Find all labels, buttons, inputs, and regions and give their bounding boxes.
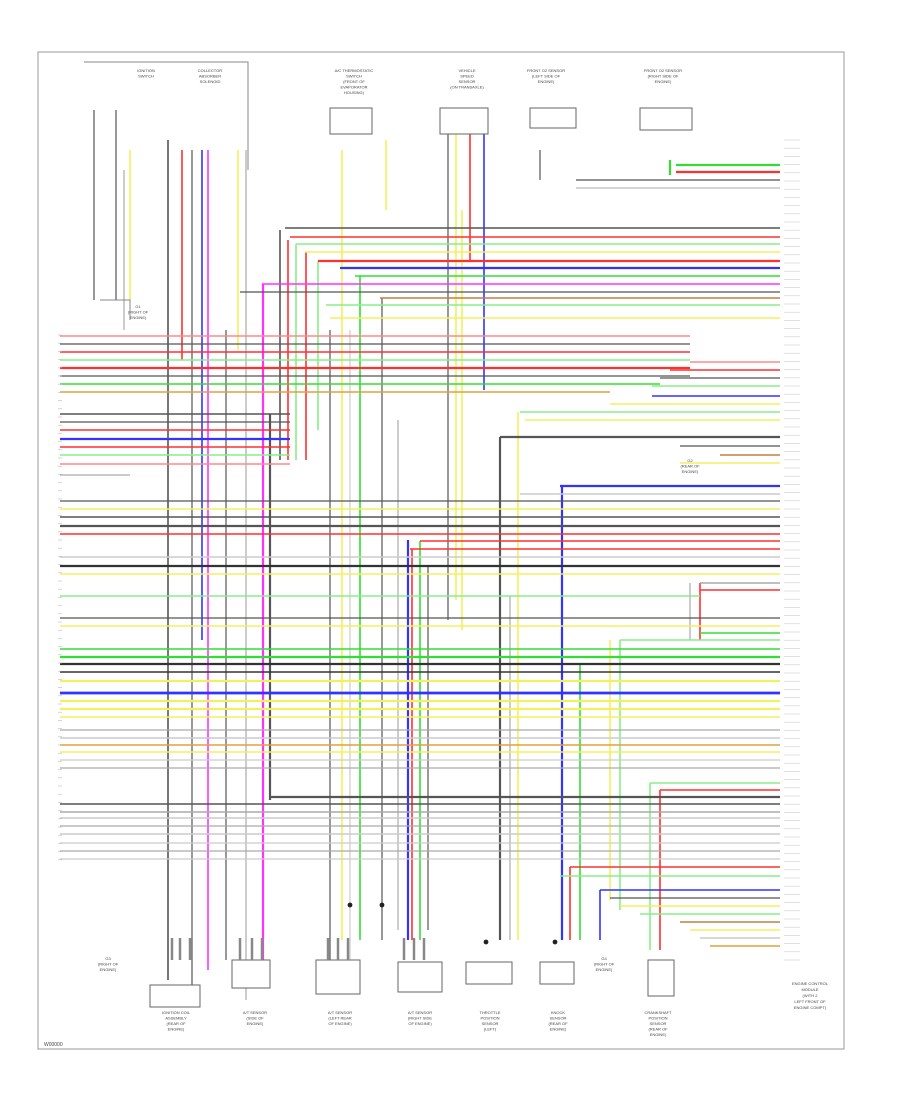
- ground-note-0-line: ENGINE): [130, 315, 147, 320]
- bottom-connector-6: [647, 959, 675, 997]
- ground-note-1-line: ENGINE): [682, 469, 699, 474]
- bottom-component-label-4-line: SENSOR: [482, 1021, 499, 1026]
- ground-note-3-line: G4: [601, 956, 607, 961]
- top-component-label-4-line: ENGINE): [538, 79, 555, 84]
- top-component-label-4-line: FRONT O2 SENSOR: [527, 68, 565, 73]
- bottom-component-label-4-line: POSITION: [480, 1016, 499, 1021]
- bottom-component-label-1-line: (SIDE OF: [246, 1016, 264, 1021]
- ground-note-2-line: G3: [105, 956, 111, 961]
- bottom-component-label-4-line: (LEFT): [484, 1027, 497, 1032]
- bottom-connector-2: [315, 959, 361, 995]
- ground-note-0-line: G1: [135, 304, 141, 309]
- bottom-component-label-6-line: ENGINE): [650, 1032, 667, 1037]
- top-component-label-3-line: SENSOR: [459, 79, 476, 84]
- bottom-component-label-1-line: A/T SENSOR: [243, 1010, 267, 1015]
- top-component-label-3-line: SPEED: [460, 74, 474, 79]
- top-component-label-1-line: SOLENOID: [200, 79, 221, 84]
- bottom-component-label-0-line: IGNITION COIL: [162, 1010, 191, 1015]
- bottom-component-label-6-line: CRANKSHAFT: [644, 1010, 672, 1015]
- top-connector-1: [439, 107, 489, 135]
- bottom-component-label-0-line: ASSEMBLY: [165, 1016, 187, 1021]
- bottom-connector-1: [231, 959, 271, 989]
- bottom-component-label-4-line: THROTTLE: [479, 1010, 500, 1015]
- bottom-component-label-0-line: (REAR OF: [166, 1021, 186, 1026]
- top-component-label-1-line: COLLECTOR: [198, 68, 222, 73]
- bottom-component-label-6-line: (REAR OF: [648, 1027, 668, 1032]
- bottom-connector-5: [539, 961, 575, 985]
- ignition-outline: [84, 61, 249, 170]
- top-component-label-5-line: FRONT O2 SENSOR: [644, 68, 682, 73]
- top-component-label-2-line: A/C THERMOSTATIC: [335, 68, 374, 73]
- ground-lead: [100, 299, 131, 320]
- bottom-connector-0: [149, 984, 201, 1008]
- top-component-label-1-line: ABSORBER: [199, 74, 221, 79]
- bottom-component-label-5-line: ENGINE): [550, 1027, 567, 1032]
- splice-2: [483, 939, 489, 945]
- top-component-label-2-line: EVAPORATOR: [340, 85, 367, 90]
- horizontal-wires: [60, 163, 780, 947]
- ground-note-2-line: (RIGHT OF: [98, 962, 119, 967]
- connectors: [84, 61, 693, 1008]
- top-component-label-2-line: (FRONT OF: [343, 79, 365, 84]
- top-component-label-0-line: SWITCH: [138, 74, 154, 79]
- ecm-label-line: ENGINE COMPT): [794, 1005, 827, 1010]
- bottom-component-label-6-line: SENSOR: [650, 1021, 667, 1026]
- bottom-component-label-6-line: POSITION: [648, 1016, 667, 1021]
- top-component-label-5-line: (RIGHT SIDE OF: [648, 74, 679, 79]
- bottom-component-label-2-line: (LEFT REAR: [328, 1016, 351, 1021]
- splice-1: [347, 902, 353, 908]
- ecm-label-line: ENGINE CONTROL: [792, 981, 829, 986]
- bottom-component-label-3-line: A/T SENSOR: [408, 1010, 432, 1015]
- bottom-component-label-1-line: ENGINE): [247, 1021, 264, 1026]
- bottom-component-label-2-line: OF ENGINE): [328, 1021, 352, 1026]
- bottom-connector-4: [465, 961, 513, 985]
- top-component-label-0-line: IGNITION: [137, 68, 155, 73]
- top-component-label-3-line: (ON TRANSAXLE): [450, 85, 484, 90]
- footer-code: W00000: [44, 1042, 63, 1048]
- ecm-label-line: MODULE: [801, 987, 818, 992]
- ground-note-3-line: (RIGHT OF: [594, 962, 615, 967]
- top-connector-0: [329, 107, 373, 135]
- ground-note-1-line: G2: [687, 458, 693, 463]
- bottom-component-label-3-line: (RIGHT SIDE: [408, 1016, 432, 1021]
- top-component-label-4-line: (LEFT SIDE OF: [532, 74, 561, 79]
- ground-note-2-line: ENGINE): [100, 967, 117, 972]
- bottom-component-label-0-line: ENGINE): [168, 1027, 185, 1032]
- top-component-label-2-line: SWITCH: [346, 74, 362, 79]
- bottom-component-label-2-line: A/T SENSOR: [328, 1010, 352, 1015]
- splice-3: [552, 939, 558, 945]
- top-component-label-5-line: ENGINE): [655, 79, 672, 84]
- bottom-connector-3: [397, 961, 443, 993]
- ground-note-1-line: (REAR OF: [680, 464, 700, 469]
- bottom-component-label-5-line: SENSOR: [550, 1016, 567, 1021]
- top-component-label-3-line: VEHICLE: [458, 68, 475, 73]
- ecm-label-line: LEFT FRONT OF: [794, 999, 826, 1004]
- splice-0: [379, 902, 385, 908]
- top-connector-3: [639, 107, 693, 131]
- ecm-label-line: (WITH 2: [803, 993, 819, 998]
- top-connector-2: [529, 107, 577, 129]
- bottom-component-label-5-line: (REAR OF: [548, 1021, 568, 1026]
- ground-note-3-line: ENGINE): [596, 967, 613, 972]
- top-component-label-2-line: HOUSING): [344, 90, 365, 95]
- bottom-component-label-5-line: KNOCK: [551, 1010, 566, 1015]
- bottom-component-label-3-line: OF ENGINE): [408, 1021, 432, 1026]
- diagram-border: [37, 51, 845, 1050]
- ground-note-0-line: (RIGHT OF: [128, 310, 149, 315]
